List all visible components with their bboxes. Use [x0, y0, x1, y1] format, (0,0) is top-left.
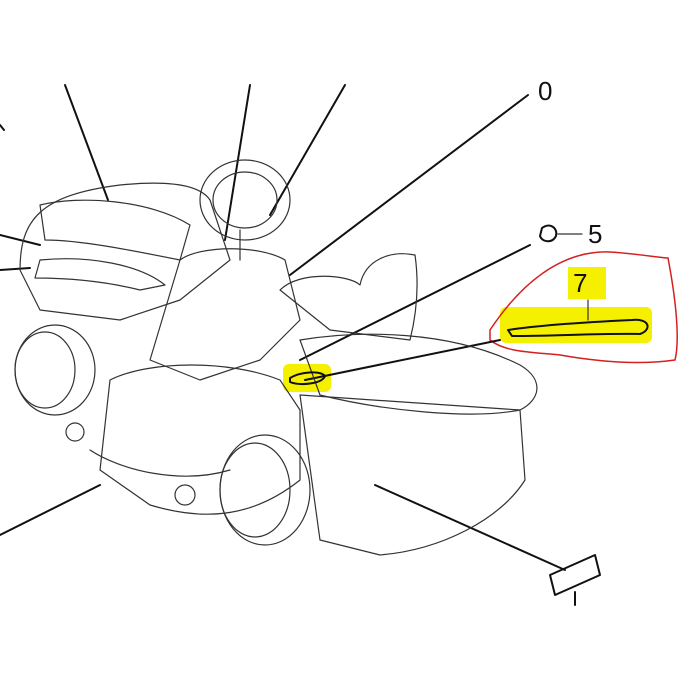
part-7-highlight — [500, 307, 652, 343]
red-circle-annotation — [489, 251, 678, 364]
callout-7: 7 — [573, 268, 587, 298]
wheels — [14, 324, 311, 546]
part-7-strap — [507, 318, 649, 337]
tractor-body — [19, 159, 538, 556]
decal-part — [549, 554, 601, 596]
callout-5: 5 — [588, 219, 602, 249]
part-5-grommet — [539, 224, 558, 243]
mounted-part-highlight — [283, 364, 331, 392]
leader-lines — [0, 84, 566, 571]
mounted-part-7 — [289, 371, 326, 385]
label-7-highlight — [568, 267, 606, 299]
partial-callout-top: 0 — [538, 76, 552, 106]
